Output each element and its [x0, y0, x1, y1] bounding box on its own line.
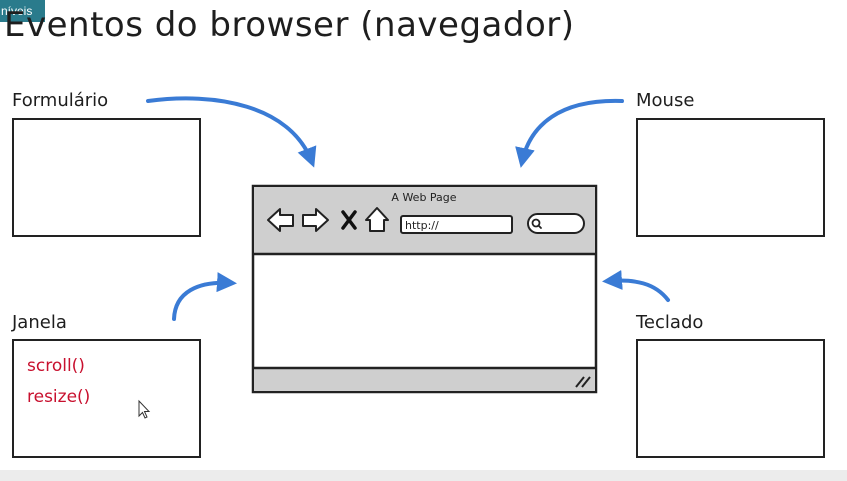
teclado-label: Teclado — [636, 312, 704, 333]
search-box — [527, 213, 585, 234]
janela-label: Janela — [12, 312, 67, 333]
mouse-label: Mouse — [636, 90, 695, 111]
formulario-box — [12, 118, 201, 237]
arrow-mouse — [515, 98, 624, 168]
formulario-label: Formulário — [12, 90, 109, 111]
browser-window — [251, 184, 598, 394]
arrow-teclado — [602, 269, 670, 302]
page-title: Eventos do browser (navegador) — [4, 5, 575, 45]
resize-method: resize() — [27, 387, 91, 407]
arrow-formulario — [146, 96, 317, 168]
janela-code: scroll() resize() — [27, 351, 90, 413]
mouse-cursor-icon — [138, 399, 151, 419]
bottom-band — [0, 470, 847, 481]
scroll-method: scroll() — [27, 356, 85, 376]
resize-grip-icon — [575, 376, 591, 388]
home-icon — [365, 207, 389, 232]
mouse-box — [636, 118, 825, 237]
janela-box — [12, 339, 201, 458]
browser-statusbar — [254, 368, 595, 391]
teclado-box — [636, 339, 825, 458]
stop-x-icon — [341, 210, 357, 230]
search-icon — [531, 218, 542, 229]
level-tag: níveis — [0, 0, 45, 22]
forward-arrow-icon — [302, 208, 329, 232]
back-arrow-icon — [267, 208, 294, 232]
browser-url: http:// — [405, 219, 439, 232]
arrow-janela — [172, 272, 237, 321]
browser-page-title: A Web Page — [391, 191, 456, 204]
address-bar — [400, 215, 513, 234]
